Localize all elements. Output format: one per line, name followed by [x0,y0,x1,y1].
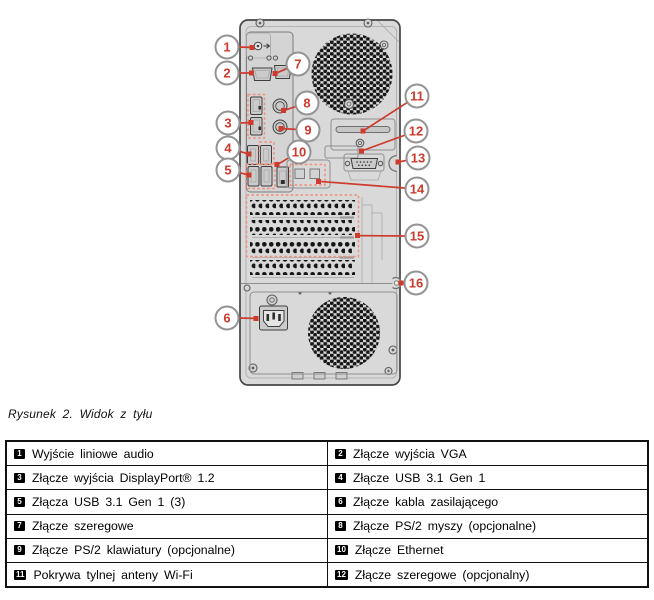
legend-label: Złącze szeregowe (opcjonalny) [354,567,530,582]
callout-8: 8 [294,90,320,116]
callout-12: 12 [403,118,429,144]
table-row: 1 Wyjście liniowe audio 2 Złącze wyjścia… [7,442,647,466]
svg-text:7: 7 [294,57,301,72]
fan-boss-icon [346,101,352,107]
leader-lines [237,45,409,321]
callout-2: 2 [214,60,240,86]
legend-num-badge: 5 [14,496,25,507]
svg-text:4: 4 [224,141,232,156]
fan-boss-icon [343,98,355,110]
io-panel [245,31,294,193]
svg-text:5: 5 [224,163,231,178]
rear-view-figure: 1 2 3 4 5 6 7 8 9 10 11 12 13 14 15 [214,18,431,386]
expansion-slots [245,194,383,283]
svg-text:14: 14 [410,182,425,197]
padlock-loop [392,276,402,290]
callout-13: 13 [405,145,431,171]
legend-label: Złącze szeregowe [32,519,134,534]
figure-caption: Rysunek 2. Widok z tyłu [8,407,153,421]
legend-num-badge: 4 [335,472,346,483]
legend-label: Złącze PS/2 myszy (opcjonalne) [353,519,537,534]
svg-text:11: 11 [410,89,424,104]
callout-16: 16 [403,270,429,296]
legend-cell: 10 Złącze Ethernet [327,538,647,562]
table-row: 9 Złącze PS/2 klawiatury (opcjonalne) 10… [7,537,647,562]
callout-11: 11 [404,83,430,109]
callout-9: 9 [295,117,321,143]
legend-label: Złącze kabla zasilającego [353,494,499,509]
svg-text:3: 3 [224,116,231,131]
legend-table: 1 Wyjście liniowe audio 2 Złącze wyjścia… [5,440,649,589]
db9-serial-port [343,153,385,181]
legend-cell: 1 Wyjście liniowe audio [7,442,327,465]
legend-num-badge: 12 [335,569,348,580]
label-plate [324,145,359,159]
svg-text:9: 9 [304,123,311,138]
callout-14: 14 [404,176,430,202]
psu-area [249,291,398,375]
legend-label: Złącze wyjścia VGA [353,446,467,461]
usb-ports [245,141,276,190]
legend-label: Złącze USB 3.1 Gen 1 [353,470,486,485]
legend-cell: 3 Złącze wyjścia DisplayPort® 1.2 [7,466,327,489]
table-row: 5 Złącza USB 3.1 Gen 1 (3) 6 Złącze kabl… [7,489,647,514]
legend-num-badge: 3 [14,472,25,483]
svg-text:13: 13 [411,151,425,166]
legend-cell: 6 Złącze kabla zasilającego [327,490,647,514]
legend-num-badge: 2 [335,448,346,459]
callout-3: 3 [215,110,241,136]
svg-text:8: 8 [303,96,310,111]
ethernet-port [276,166,289,188]
legend-num-badge: 10 [335,545,348,556]
legend-label: Złącza USB 3.1 Gen 1 (3) [32,494,186,509]
legend-cell: 12 Złącze szeregowe (opcjonalny) [327,562,647,587]
corner-chamfer-line [377,20,400,43]
psu-fan-grille [308,297,380,369]
legend-num-badge: 8 [335,521,346,532]
legend-label: Złącze Ethernet [354,543,444,558]
table-row: 3 Złącze wyjścia DisplayPort® 1.2 4 Złąc… [7,465,647,490]
legend-cell: 8 Złącze PS/2 myszy (opcjonalne) [327,514,647,538]
callout-6: 6 [214,305,240,331]
legend-cell: 5 Złącza USB 3.1 Gen 1 (3) [7,490,327,513]
legend-label: Wyjście liniowe audio [32,446,154,461]
db9-pins [356,161,372,167]
fan-grille [311,33,393,115]
svg-text:12: 12 [409,124,423,139]
legend-cell: 11 Pokrywa tylnej anteny Wi-Fi [7,563,327,586]
svg-text:16: 16 [409,276,423,291]
legend-label: Złącze PS/2 klawiatury (opcjonalne) [32,543,235,558]
svg-text:6: 6 [223,311,230,326]
svg-text:15: 15 [410,229,424,244]
legend-cell: 2 Złącze wyjścia VGA [327,442,647,466]
legend-num-badge: 11 [14,569,27,580]
legend-num-badge: 7 [14,521,25,532]
callout-15: 15 [404,223,430,249]
svg-text:2: 2 [223,66,230,81]
power-connector [259,305,288,331]
legend-cell: 7 Złącze szeregowe [7,515,327,538]
callout-1: 1 [214,34,240,60]
callout-7: 7 [285,51,311,77]
security-hook [388,154,397,173]
legend-cell: 9 Złącze PS/2 klawiatury (opcjonalne) [7,539,327,562]
legend-num-badge: 9 [14,545,25,556]
legend-label: Pokrywa tylnej anteny Wi-Fi [33,567,193,582]
callout-10: 10 [286,139,312,165]
svg-text:1: 1 [223,40,230,55]
legend-cell: 4 Złącze USB 3.1 Gen 1 [327,466,647,490]
audio-line-out-jack [253,41,271,51]
legend-num-badge: 1 [14,448,25,459]
callout-5: 5 [215,157,241,183]
line-out-arrow-icon [263,43,271,49]
case-feet [291,372,348,380]
vga-port [251,67,273,81]
legend-label: Złącze wyjścia DisplayPort® 1.2 [32,470,215,485]
legend-num-badge: 6 [335,496,346,507]
svg-text:10: 10 [292,145,306,160]
table-row: 11 Pokrywa tylnej anteny Wi-Fi 12 Złącze… [7,561,647,587]
table-row: 7 Złącze szeregowe 8 Złącze PS/2 myszy (… [7,513,647,538]
callout-4: 4 [215,135,241,161]
